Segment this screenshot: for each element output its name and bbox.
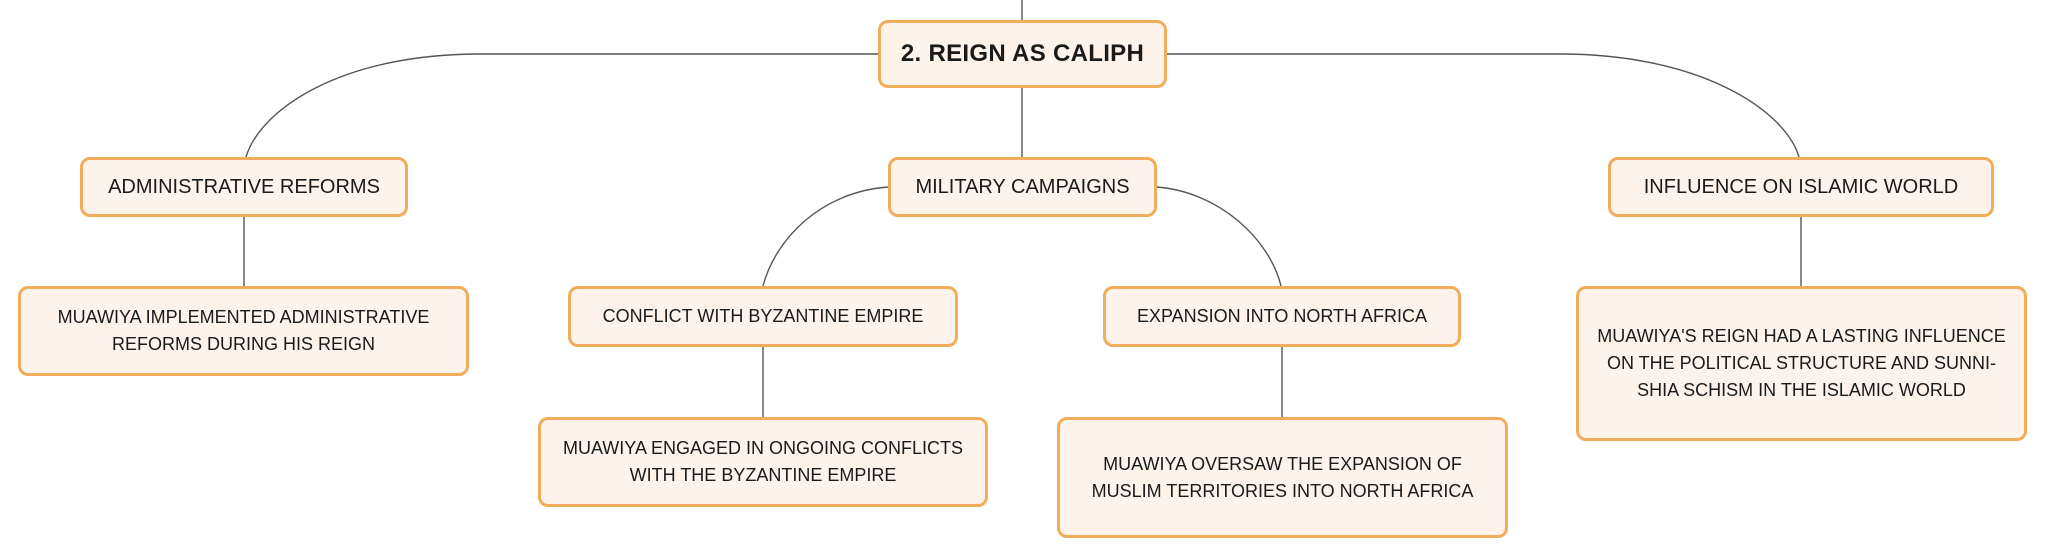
leaf-node-north-africa-detail[interactable]: MUAWIYA OVERSAW THE EXPANSION OF MUSLIM … [1057,417,1508,538]
subbranch-node-expansion-into-north-africa[interactable]: EXPANSION INTO NORTH AFRICA [1103,286,1461,347]
leaf-node-byzantine-detail[interactable]: MUAWIYA ENGAGED IN ONGOING CONFLICTS WIT… [538,417,988,507]
subbranch-node-conflict-with-byzantine-empire[interactable]: CONFLICT WITH BYZANTINE EMPIRE [568,286,958,347]
subbranch-node-label: CONFLICT WITH BYZANTINE EMPIRE [602,306,924,326]
leaf-node-text: MUAWIYA IMPLEMENTED ADMINISTRATIVE REFOR… [57,307,430,354]
connector-military-to-north-africa [1156,186,1282,287]
branch-node-label: MILITARY CAMPAIGNS [915,175,1130,198]
root-node-reign-as-caliph[interactable]: 2. REIGN AS CALIPH [878,20,1167,88]
leaf-node-influence-detail[interactable]: MUAWIYA'S REIGN HAD A LASTING INFLUENCE … [1576,286,2027,441]
branch-node-influence-on-islamic-world[interactable]: INFLUENCE ON ISLAMIC WORLD [1608,157,1994,217]
branch-node-label: INFLUENCE ON ISLAMIC WORLD [1643,175,1959,198]
branch-node-military-campaigns[interactable]: MILITARY CAMPAIGNS [888,157,1157,217]
connector-root-to-administrative-reforms [245,53,878,158]
branch-node-label: ADMINISTRATIVE REFORMS [108,175,380,198]
leaf-node-administrative-reforms-detail[interactable]: MUAWIYA IMPLEMENTED ADMINISTRATIVE REFOR… [18,286,469,376]
root-node-label: 2. REIGN AS CALIPH [900,40,1145,67]
connector-military-to-byzantine [762,186,889,287]
connector-root-to-influence [1167,53,1800,158]
leaf-node-text: MUAWIYA ENGAGED IN ONGOING CONFLICTS WIT… [562,438,964,485]
branch-node-administrative-reforms[interactable]: ADMINISTRATIVE REFORMS [80,157,408,217]
leaf-node-text: MUAWIYA OVERSAW THE EXPANSION OF MUSLIM … [1091,453,1474,501]
leaf-node-text: MUAWIYA'S REIGN HAD A LASTING INFLUENCE … [1597,326,2006,400]
subbranch-node-label: EXPANSION INTO NORTH AFRICA [1136,306,1428,326]
